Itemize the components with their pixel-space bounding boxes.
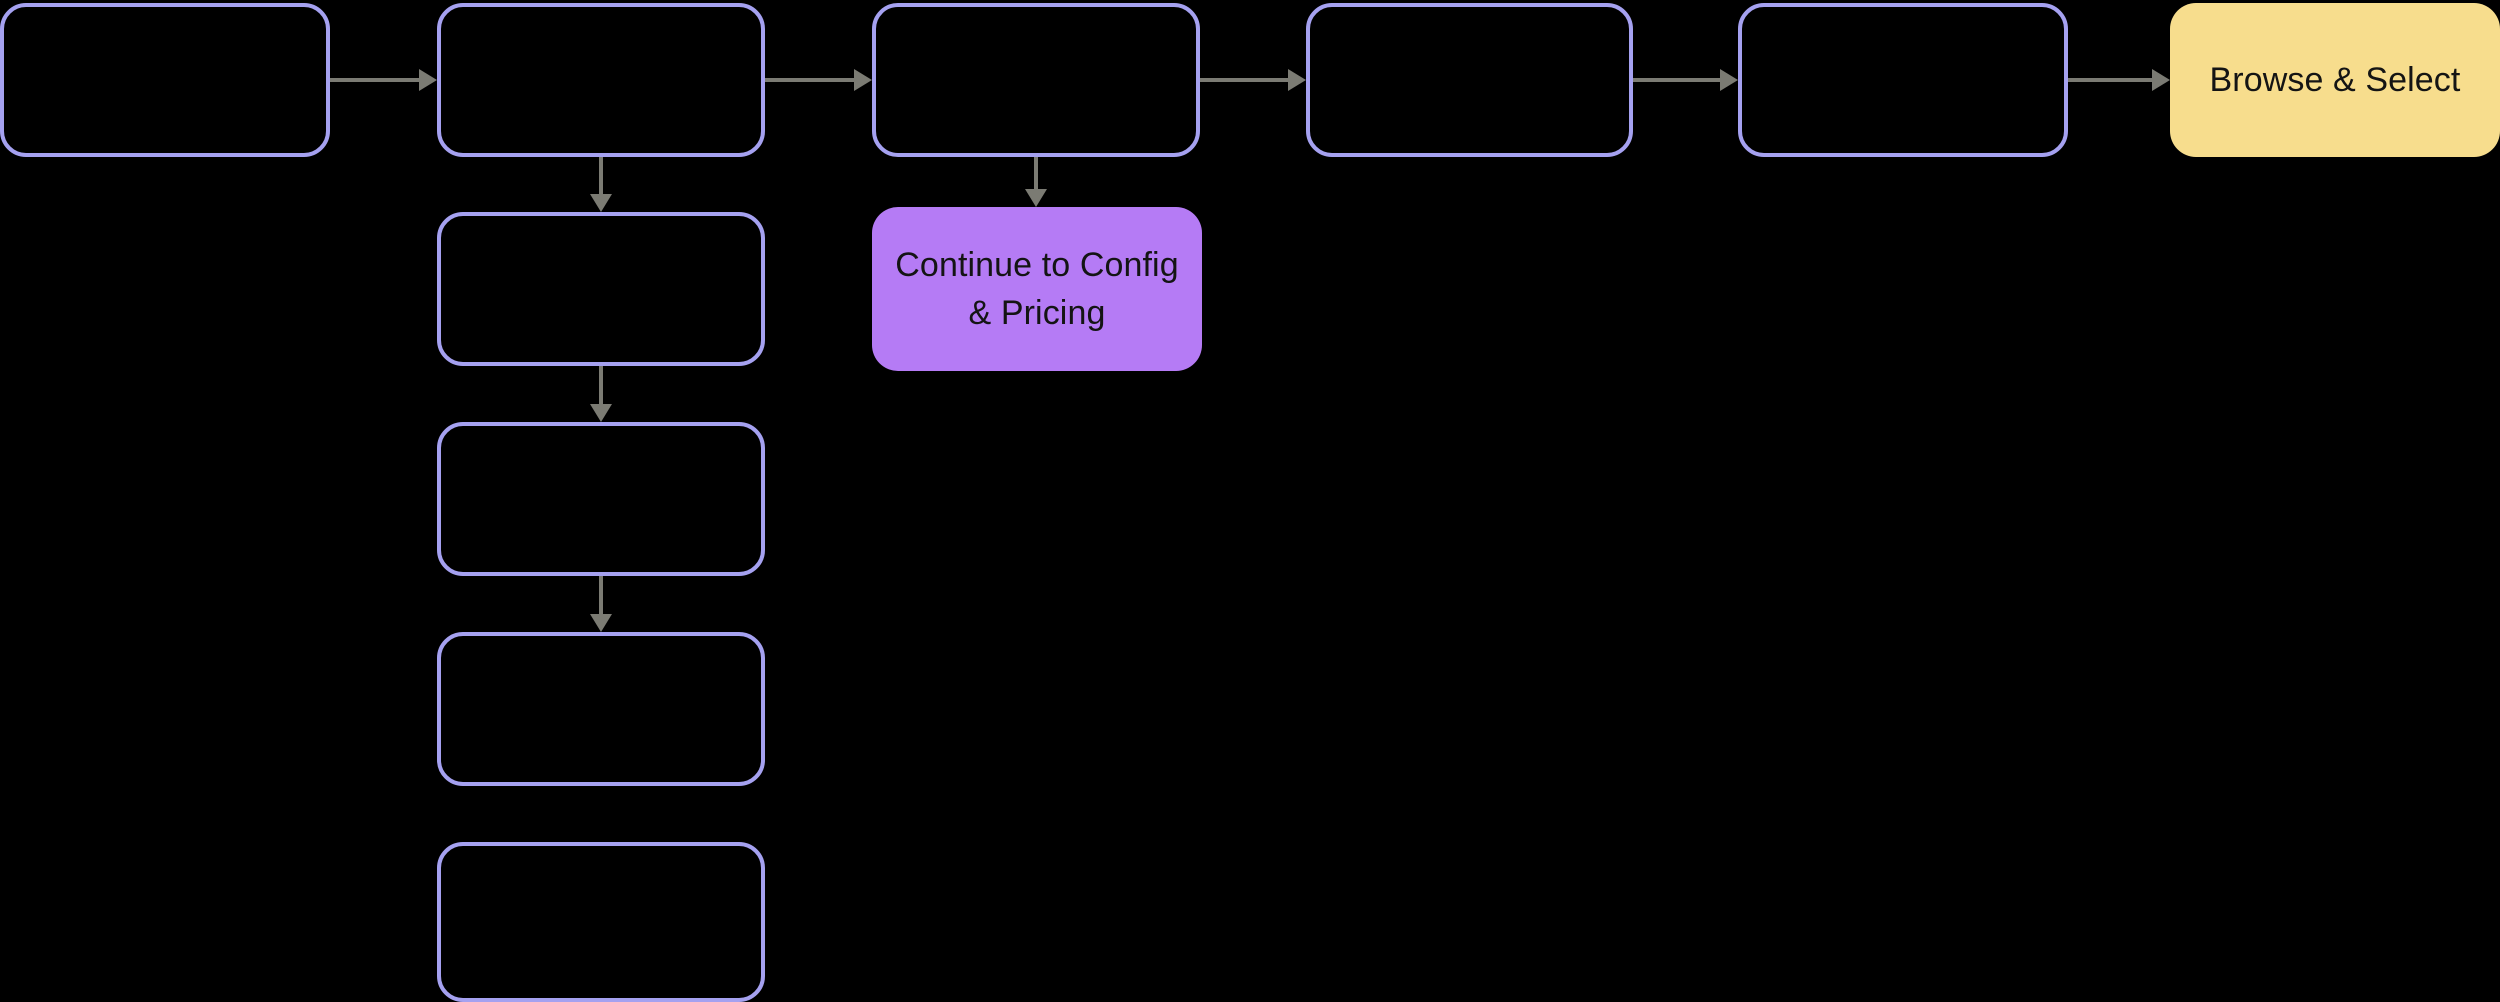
flow-node-c1[interactable]: Continue to Config & Pricing — [872, 207, 1202, 371]
flow-arrowhead-right — [1288, 69, 1306, 91]
flow-arrowhead-down — [590, 614, 612, 632]
flow-arrowhead-down — [590, 404, 612, 422]
flow-node-n1[interactable] — [0, 3, 330, 157]
flow-edge-horizontal — [765, 78, 856, 82]
flow-edge-vertical — [599, 576, 603, 616]
flow-edge-horizontal — [2068, 78, 2154, 82]
flow-arrowhead-down — [590, 194, 612, 212]
flow-edge-vertical — [599, 157, 603, 196]
flow-arrowhead-right — [854, 69, 872, 91]
flow-node-b2[interactable] — [437, 422, 765, 576]
flow-arrowhead-down — [1025, 189, 1047, 207]
flow-node-n3[interactable] — [872, 3, 1200, 157]
flow-node-b3[interactable] — [437, 632, 765, 786]
flow-node-n2[interactable] — [437, 3, 765, 157]
flow-node-n5[interactable] — [1738, 3, 2068, 157]
flow-node-label: Continue to Config & Pricing — [895, 245, 1179, 332]
flow-node-n6[interactable]: Browse & Select — [2170, 3, 2500, 157]
flow-node-b1[interactable] — [437, 212, 765, 366]
flow-edge-vertical — [1034, 157, 1038, 191]
flow-edge-horizontal — [1200, 78, 1290, 82]
flow-edge-horizontal — [1633, 78, 1722, 82]
flow-edge-horizontal — [330, 78, 421, 82]
flow-arrowhead-right — [1720, 69, 1738, 91]
flow-arrowhead-right — [419, 69, 437, 91]
flow-node-n4[interactable] — [1306, 3, 1633, 157]
flow-arrowhead-right — [2152, 69, 2170, 91]
flow-edge-vertical — [599, 366, 603, 406]
flow-node-label: Browse & Select — [2209, 60, 2461, 99]
flow-node-b4[interactable] — [437, 842, 765, 1002]
